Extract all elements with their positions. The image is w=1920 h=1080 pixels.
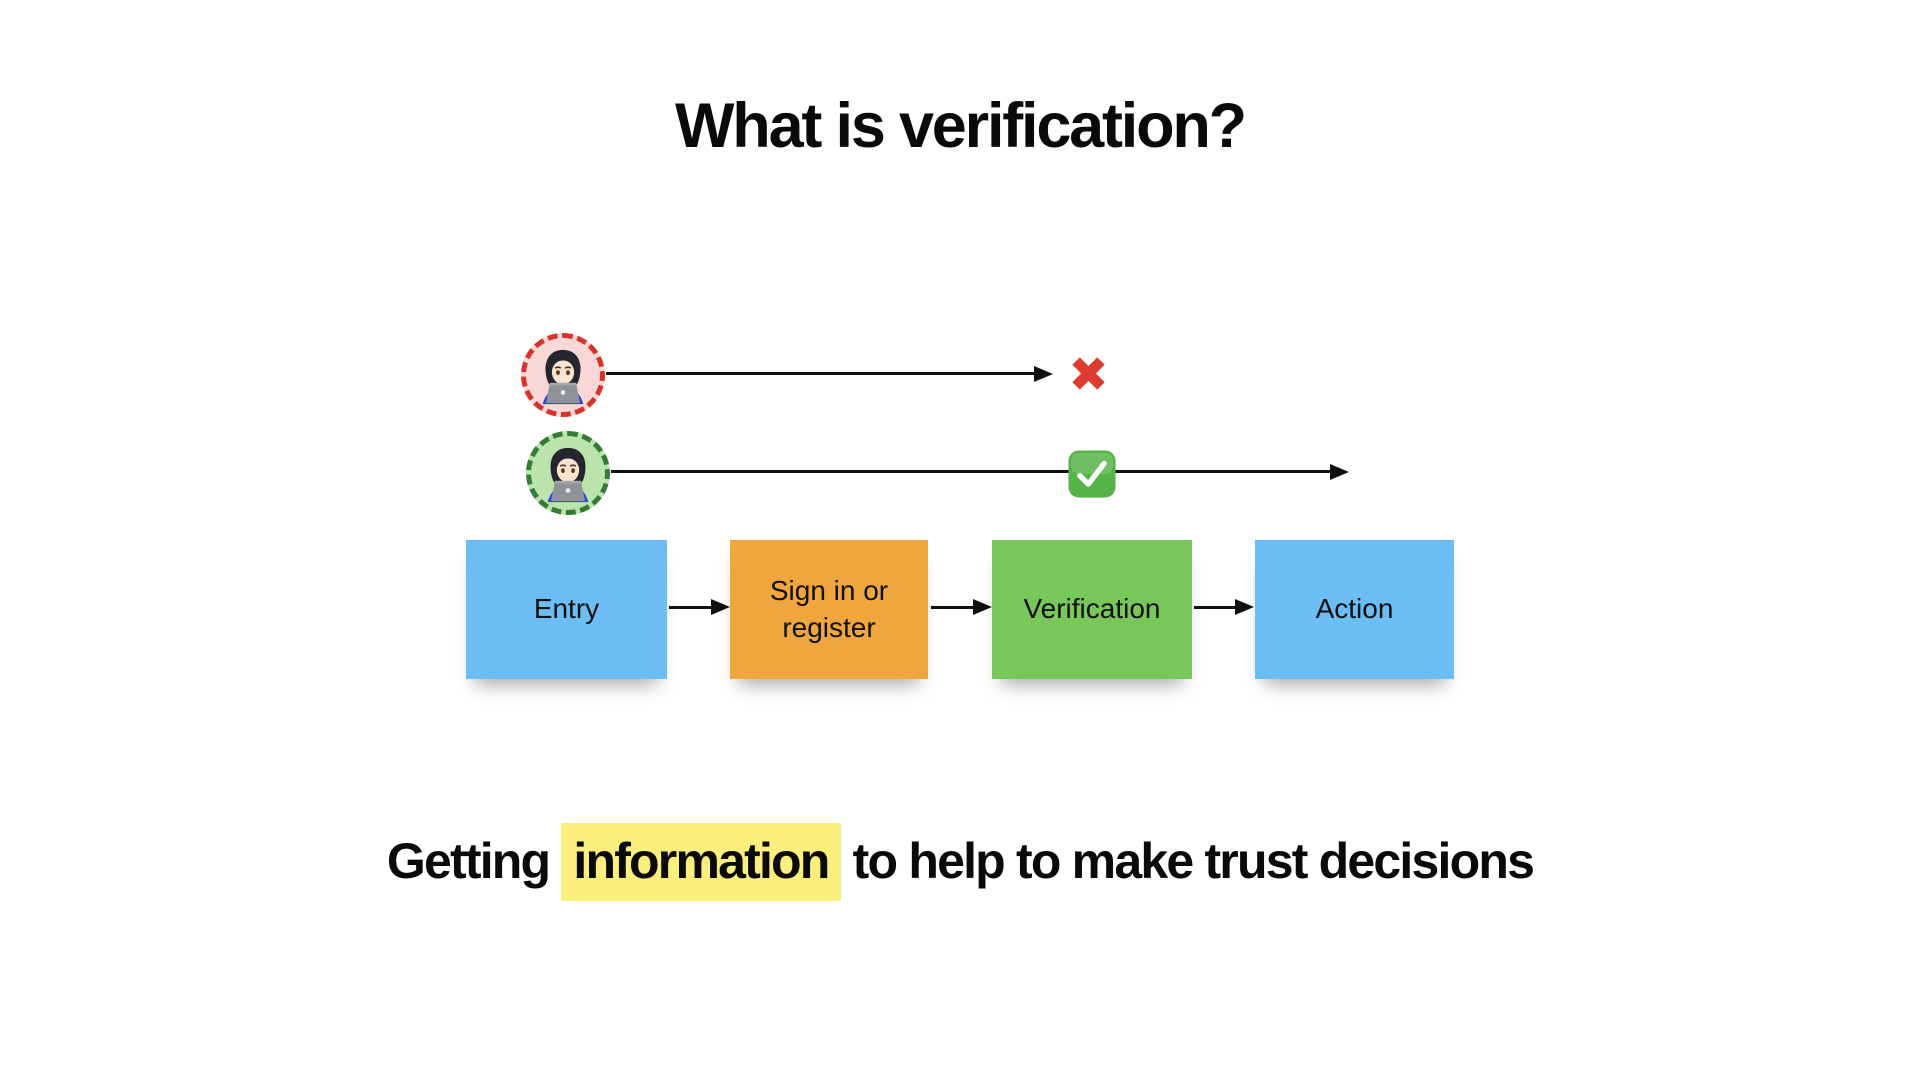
flow-connector-line <box>669 606 712 609</box>
woman-technologist-icon <box>542 349 584 405</box>
accepted-path-arrowhead <box>1330 464 1349 480</box>
flow-connector-arrowhead <box>973 599 992 615</box>
flow-connector-line <box>931 606 974 609</box>
slide-title: What is verification? <box>675 91 1247 161</box>
caption: Getting information to help to make trus… <box>0 823 1920 901</box>
flow-connector-arrowhead <box>1235 599 1254 615</box>
rejected-path-arrowhead <box>1034 366 1053 382</box>
flow-connector-line <box>1194 606 1236 609</box>
woman-technologist-icon <box>547 447 589 503</box>
caption-suffix: to help to make trust decisions <box>840 833 1535 889</box>
accepted-path-line <box>611 470 1335 473</box>
check-mark-icon <box>1066 448 1118 500</box>
flow-step-label: Action <box>1315 593 1394 625</box>
unverified-user-avatar <box>521 333 605 417</box>
flow-step-sign-in-or-register: Sign in or register <box>730 540 928 679</box>
flow-step-label: Verification <box>1023 593 1161 625</box>
flow-connector-arrowhead <box>711 599 730 615</box>
caption-prefix: Getting <box>386 833 562 889</box>
flow-step-label: Entry <box>533 593 600 625</box>
cross-mark-icon <box>1062 347 1115 400</box>
rejected-path-line <box>606 372 1036 375</box>
verified-user-avatar <box>526 431 610 515</box>
flow-step-action: Action <box>1255 540 1454 679</box>
flow-step-entry: Entry <box>466 540 667 679</box>
flow-step-verification: Verification <box>992 540 1192 679</box>
caption-highlight: information <box>561 823 841 901</box>
flow-step-label: Sign in or register <box>769 575 889 643</box>
